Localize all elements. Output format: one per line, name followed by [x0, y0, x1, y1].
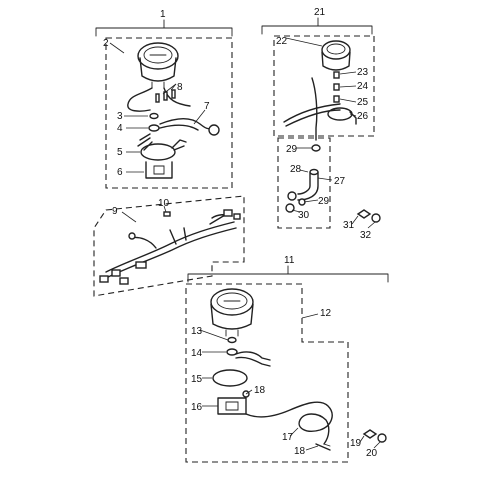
label-32: 32 — [360, 230, 372, 241]
ring-15 — [212, 369, 248, 387]
label-29-top: 29 — [286, 144, 298, 155]
label-25: 25 — [357, 97, 369, 108]
group-1: 1 2 8 3 4 7 5 6 — [95, 9, 233, 189]
group-11: 11 12 13 14 15 18 16 17 18 19 20 — [185, 255, 389, 463]
frame-2 — [105, 37, 233, 189]
harness-9 — [99, 209, 241, 285]
group-9: 9 10 — [93, 195, 245, 297]
part-3 — [149, 112, 159, 120]
part-18-b — [315, 443, 331, 451]
label-8: 8 — [177, 82, 183, 93]
label-12: 12 — [320, 308, 332, 319]
parts-19-20 — [362, 429, 387, 443]
label-21: 21 — [314, 7, 326, 18]
part-29-a — [311, 144, 321, 152]
label-5: 5 — [117, 147, 123, 158]
label-17: 17 — [282, 432, 294, 443]
label-27: 27 — [334, 176, 346, 187]
harness-14 — [226, 348, 271, 367]
label-6: 6 — [117, 167, 123, 178]
hose-assembly-22 — [283, 77, 341, 141]
label-14: 14 — [191, 348, 203, 359]
frame-22 — [273, 35, 375, 137]
bracket-11 — [187, 273, 389, 283]
label-13: 13 — [191, 326, 203, 337]
part-10 — [163, 211, 171, 217]
label-18-top: 18 — [254, 385, 266, 396]
label-20: 20 — [366, 448, 378, 459]
label-1: 1 — [160, 9, 166, 20]
label-30: 30 — [298, 210, 310, 221]
label-19: 19 — [350, 438, 362, 449]
parts-23-25 — [333, 71, 340, 103]
label-28: 28 — [290, 164, 302, 175]
label-10: 10 — [158, 198, 170, 209]
label-4: 4 — [117, 123, 123, 134]
label-26: 26 — [357, 111, 369, 122]
label-9: 9 — [112, 206, 118, 217]
label-3: 3 — [117, 111, 123, 122]
bracket-21 — [261, 25, 373, 35]
label-11: 11 — [284, 255, 295, 266]
ring-26 — [327, 107, 357, 125]
parts-31-32 — [356, 209, 381, 223]
label-31: 31 — [343, 220, 355, 231]
label-2: 2 — [103, 38, 109, 49]
label-22: 22 — [276, 36, 288, 47]
label-23: 23 — [357, 67, 369, 78]
frame-9 — [93, 195, 245, 297]
ring-5 — [140, 139, 187, 161]
part-4 — [148, 124, 160, 132]
bracket-6 — [145, 161, 173, 179]
label-16: 16 — [191, 402, 203, 413]
part-13 — [227, 336, 237, 344]
gauge-wire — [127, 87, 153, 112]
gauge-2 — [137, 42, 179, 89]
label-29-bottom: 29 — [318, 196, 330, 207]
label-18-bottom: 18 — [294, 446, 306, 457]
frame-12 — [185, 283, 349, 463]
label-24: 24 — [357, 81, 369, 92]
cable-17 — [245, 401, 333, 447]
bracket-16 — [217, 390, 250, 415]
gauge-wire-2 — [163, 87, 191, 107]
gauge-22 — [321, 40, 351, 71]
fittings-29-30 — [285, 191, 306, 213]
frame-28-30 — [277, 137, 331, 229]
label-7: 7 — [204, 101, 210, 112]
gauge-12 — [210, 288, 254, 337]
bracket-1 — [95, 27, 233, 37]
harness-7 — [137, 118, 220, 151]
label-15: 15 — [191, 374, 203, 385]
group-21: 21 22 23 24 25 26 29 28 27 29 30 31 32 — [261, 7, 381, 241]
